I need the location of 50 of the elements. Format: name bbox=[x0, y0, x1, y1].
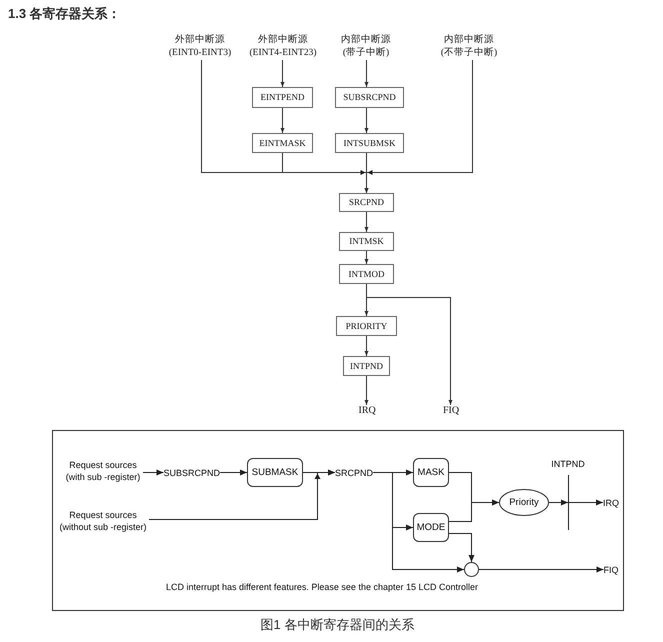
arrow bbox=[364, 108, 368, 134]
register-box: INTMSK bbox=[339, 232, 394, 251]
arrow bbox=[280, 108, 284, 134]
arrow bbox=[548, 500, 568, 506]
register-box: EINTMASK bbox=[252, 133, 313, 153]
register-box: PRIORITY bbox=[336, 316, 397, 336]
output-label: IRQ bbox=[358, 405, 376, 417]
arrow bbox=[372, 472, 464, 572]
register-box: INTPND bbox=[343, 356, 390, 376]
register-label: SUBSRCPND bbox=[164, 466, 220, 478]
arrow bbox=[448, 500, 500, 522]
source-label: 外部中断源 (EINT0-EINT3) bbox=[161, 34, 239, 60]
arrow bbox=[364, 60, 473, 194]
arrow bbox=[142, 470, 164, 476]
output-label: IRQ bbox=[603, 496, 620, 508]
output-label: FIQ bbox=[443, 405, 460, 417]
arrow bbox=[366, 284, 452, 406]
output-label: FIQ bbox=[604, 564, 618, 576]
source-label: 内部中断源 (不带子中断) bbox=[430, 34, 508, 60]
section-title: 1.3 各寄存器关系： bbox=[8, 5, 121, 22]
register-box: INTSUBMSK bbox=[335, 133, 404, 153]
register-box: MASK bbox=[413, 458, 449, 487]
source-label: 外部中断源 (EINT4-EINT23) bbox=[244, 34, 322, 60]
source-label: Request sources (without sub -register) bbox=[57, 509, 149, 533]
register-box: SUBSRCPND bbox=[335, 87, 404, 108]
note-text: LCD interrupt has different features. Please see the chapter 15 LCD Controller bbox=[166, 581, 478, 593]
arrow bbox=[478, 566, 604, 572]
figure-caption: 图1 各中断寄存器间的关系 bbox=[260, 616, 414, 633]
source-label: 内部中断源 (带子中断) bbox=[327, 34, 405, 60]
circle-node bbox=[464, 562, 479, 577]
source-label: Request sources (with sub -register) bbox=[63, 458, 143, 482]
arrow bbox=[364, 376, 368, 406]
arrow bbox=[280, 60, 284, 88]
arrow bbox=[448, 533, 474, 562]
register-box: MODE bbox=[413, 513, 449, 542]
register-label: SRCPND bbox=[335, 466, 374, 478]
arrow bbox=[148, 470, 336, 520]
register-label: INTPND bbox=[550, 458, 586, 471]
register-box: SUBMASK bbox=[247, 458, 303, 487]
arrow bbox=[220, 470, 248, 476]
process-ellipse: Priority bbox=[499, 489, 549, 516]
register-box: INTMOD bbox=[339, 264, 394, 284]
arrow bbox=[364, 250, 368, 264]
arrow bbox=[364, 212, 368, 232]
register-box: SRCPND bbox=[339, 193, 394, 212]
register-box: EINTPEND bbox=[252, 87, 313, 108]
arrow bbox=[364, 336, 368, 356]
arrow bbox=[568, 500, 604, 506]
diagram-frame bbox=[52, 430, 624, 611]
arrow bbox=[364, 60, 368, 88]
